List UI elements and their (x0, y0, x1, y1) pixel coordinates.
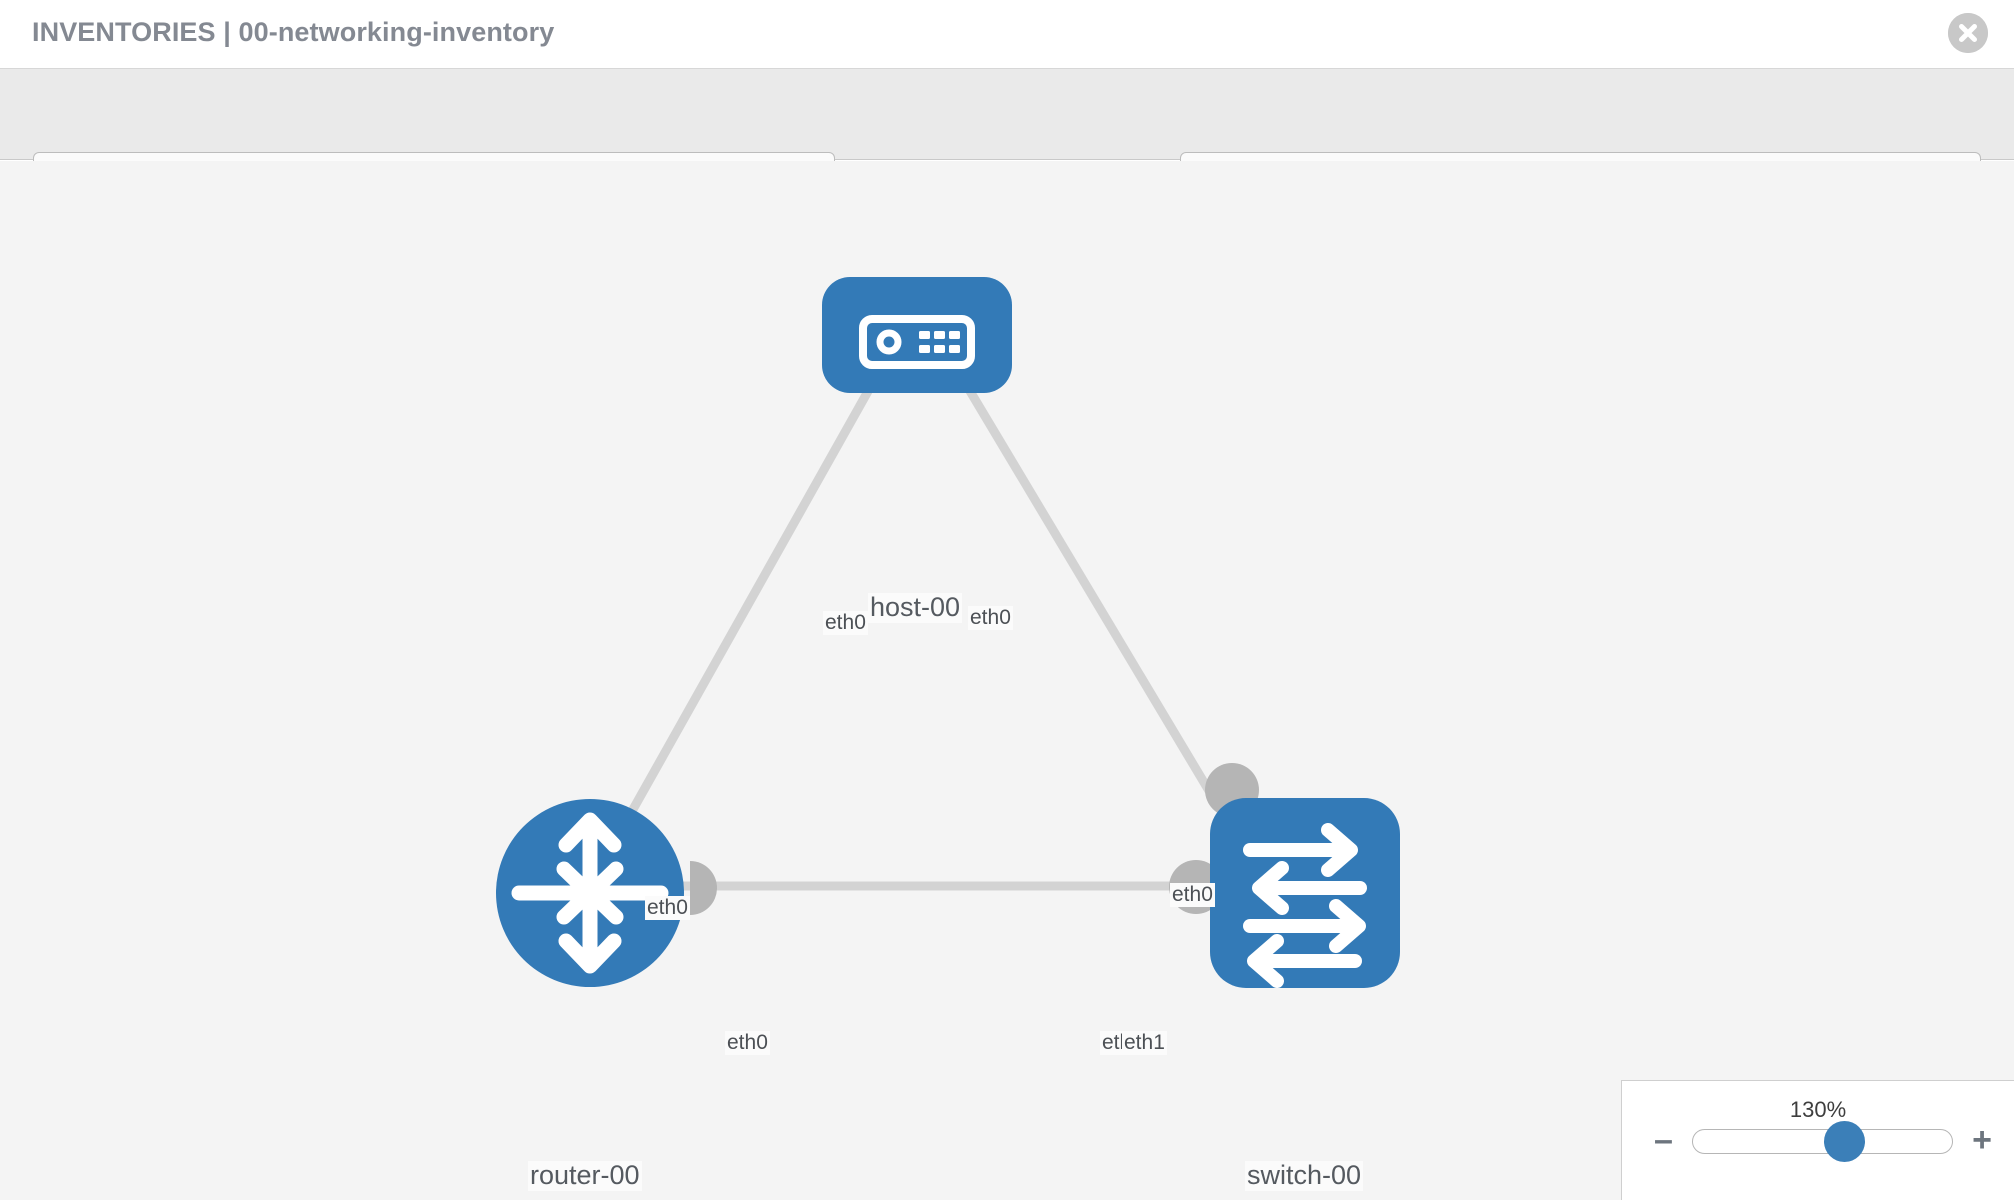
node-router-00[interactable] (496, 799, 684, 987)
node-label-switch-00[interactable]: switch-00 (1245, 1160, 1364, 1191)
zoom-in-button[interactable]: + (1972, 1121, 1992, 1159)
link-host-switch[interactable] (948, 358, 1249, 854)
iface-label-router-eth0[interactable]: eth0 (725, 1031, 770, 1056)
zoom-percent-label: 130% (1789, 1097, 1847, 1122)
zoom-slider-track[interactable] (1692, 1129, 1953, 1154)
zoom-control-panel: 130% – + (1621, 1080, 2014, 1200)
iface-label-switch-eth1[interactable]: eth1 (1122, 1031, 1167, 1056)
toolbar: ACTIONS SEARC (0, 69, 2014, 210)
iface-label-host-eth0-right[interactable]: eth0 (968, 606, 1013, 631)
iface-label-router-eth0-uplink[interactable]: eth0 (645, 896, 690, 921)
topology-links (600, 358, 1250, 891)
node-switch-00[interactable] (1210, 798, 1400, 988)
node-label-host-00[interactable]: host-00 (868, 592, 963, 623)
node-label-router-00[interactable]: router-00 (528, 1160, 642, 1191)
iface-label-host-eth0-left[interactable]: eth0 (823, 611, 868, 636)
page-header: INVENTORIES | 00-networking-inventory (0, 0, 2014, 69)
page-title: INVENTORIES | 00-networking-inventory (32, 17, 555, 47)
topology-graph (496, 277, 1400, 988)
iface-label-switch-eth0-uplink[interactable]: eth0 (1170, 883, 1215, 908)
topology-canvas[interactable]: host-00 router-00 switch-00 eth0 eth0 et… (0, 161, 2014, 1200)
link-host-router[interactable] (600, 358, 889, 864)
zoom-out-button[interactable]: – (1654, 1121, 1673, 1159)
port-router-eth0 (690, 861, 717, 915)
node-host-00[interactable] (822, 277, 1012, 393)
close-icon[interactable] (1948, 13, 1988, 53)
zoom-slider-thumb[interactable] (1824, 1121, 1865, 1162)
